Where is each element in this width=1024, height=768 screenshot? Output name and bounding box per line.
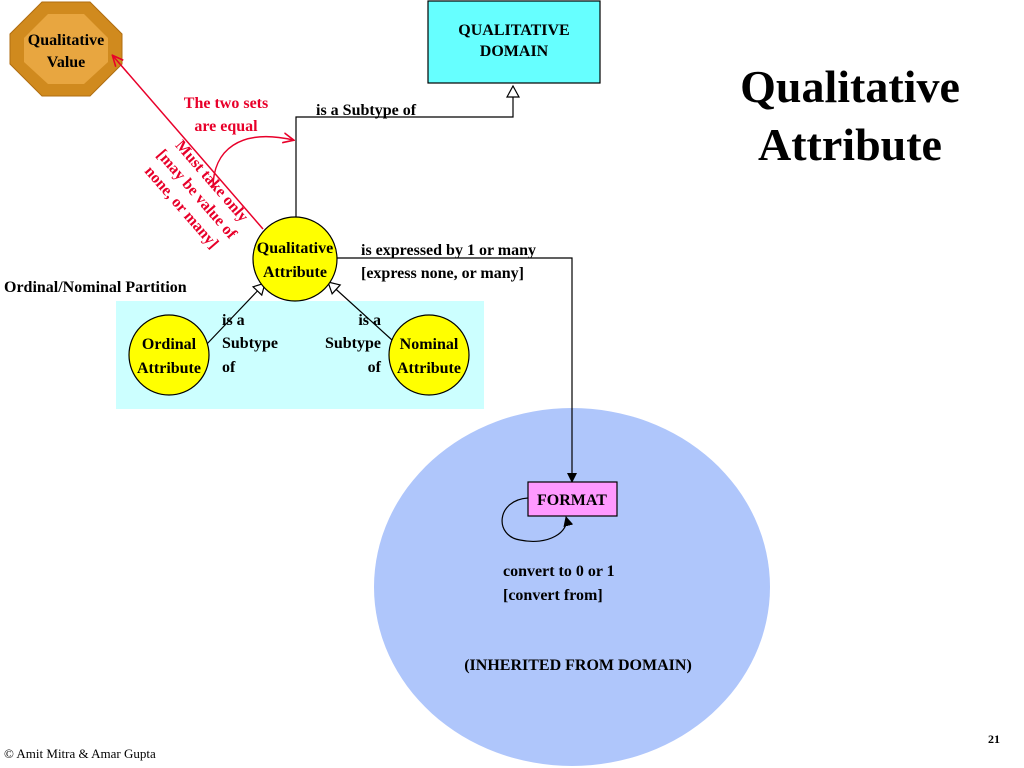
two-sets-equal-label-2: are equal xyxy=(194,118,258,135)
expressed-by-line xyxy=(336,257,577,483)
inherited-domain-ellipse xyxy=(374,408,770,766)
convert-self-loop xyxy=(501,497,574,542)
two-sets-equal-label-1: The two sets xyxy=(184,95,268,112)
expressed-by-label-2: [express none, or many] xyxy=(361,265,524,282)
ordinal-subtype-label-1: is a xyxy=(222,312,245,329)
qualitative-attribute-label-2: Attribute xyxy=(263,264,327,281)
qualitative-value-octagon xyxy=(9,1,123,97)
nominal-subtype-label-2: Subtype xyxy=(325,335,381,352)
inherited-label: (INHERITED FROM DOMAIN) xyxy=(464,657,692,674)
copyright-footer: © Amit Mitra & Amar Gupta xyxy=(4,746,156,761)
page-number: 21 xyxy=(988,732,1000,746)
nominal-subtype-line xyxy=(328,282,393,341)
format-box xyxy=(527,481,618,517)
qualitative-value-label-1: Qualitative xyxy=(28,32,104,49)
qualitative-attribute-circle xyxy=(252,216,338,302)
ordinal-attribute-circle xyxy=(128,314,210,396)
subtype-of-domain-label: is a Subtype of xyxy=(316,102,417,119)
qualitative-domain-box xyxy=(427,0,601,84)
convert-label-1: convert to 0 or 1 xyxy=(503,563,615,580)
must-take-line xyxy=(113,56,264,230)
ordinal-subtype-line xyxy=(205,283,265,346)
qualitative-domain-label-2: DOMAIN xyxy=(480,43,549,60)
slide-title-line-1: Qualitative xyxy=(740,61,960,112)
subtype-of-domain-line xyxy=(295,86,513,218)
partition-label: Ordinal/Nominal Partition xyxy=(4,279,187,296)
ordinal-attribute-label-2: Attribute xyxy=(137,360,201,377)
ordinal-subtype-label-3: of xyxy=(222,359,236,376)
must-take-label: Must take only [may be value of none, or… xyxy=(141,137,251,252)
slide-title: Qualitative Attribute xyxy=(700,58,1000,174)
qualitative-attribute-label-1: Qualitative xyxy=(257,240,333,257)
nominal-subtype-label-3: of xyxy=(368,359,382,376)
nominal-subtype-label-1: is a xyxy=(358,312,381,329)
two-sets-equal-curve xyxy=(212,137,293,189)
ordinal-attribute-label-1: Ordinal xyxy=(142,336,197,353)
convert-label-2: [convert from] xyxy=(503,587,603,604)
qualitative-domain-label-1: QUALITATIVE xyxy=(458,22,569,39)
qualitative-value-label-2: Value xyxy=(47,54,86,71)
format-label: FORMAT xyxy=(537,492,607,509)
nominal-attribute-circle xyxy=(388,314,470,396)
ordinal-subtype-label-2: Subtype xyxy=(222,335,278,352)
slide-title-line-2: Attribute xyxy=(758,119,942,170)
expressed-by-label-1: is expressed by 1 or many xyxy=(361,242,536,259)
nominal-attribute-label-1: Nominal xyxy=(400,336,459,353)
nominal-attribute-label-2: Attribute xyxy=(397,360,461,377)
